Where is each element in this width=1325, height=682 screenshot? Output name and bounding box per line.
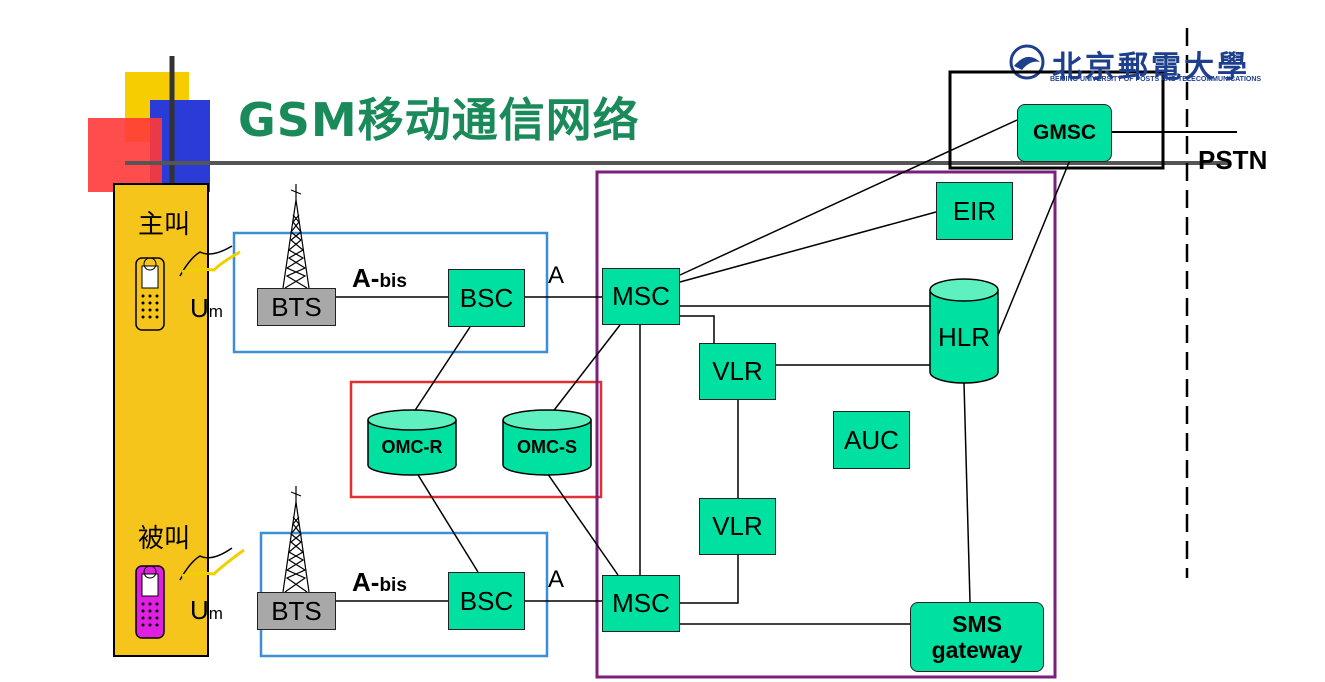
gmsc-region-border [948, 70, 1165, 170]
abis-label-top: A-bis [352, 263, 407, 294]
connection-lines [336, 119, 1071, 625]
abis-bis-bottom: bis [379, 575, 407, 596]
university-logo-subtitle: BEIJING UNIVERSITY OF POSTS AND TELECOMM… [1050, 76, 1262, 83]
caller-phone-icon [135, 257, 165, 331]
vlr-bottom-node: VLR [699, 498, 776, 555]
hlr-label: HLR [937, 322, 990, 352]
radio-link-top-icon [179, 245, 241, 277]
vlr-top-node: VLR [699, 343, 776, 400]
nss-region-border [595, 170, 1057, 679]
sms-gateway-line1: SMS [952, 611, 1002, 637]
bts-top-node: BTS [257, 288, 336, 326]
abis-a-bottom: A- [352, 567, 380, 597]
auc-node: AUC [833, 411, 910, 469]
antenna-tower-bottom-icon [282, 486, 310, 593]
caller-label: 主叫 [138, 210, 191, 240]
title-decoration [88, 56, 1230, 192]
abis-bis-top: bis [379, 271, 407, 292]
gmsc-node: GMSC [1017, 104, 1112, 162]
eir-node: EIR [936, 182, 1013, 240]
antenna-tower-top-icon [282, 184, 310, 289]
um-label-top: Um [190, 293, 223, 324]
um-label-bottom: Um [190, 595, 223, 626]
page-title: GSM移动通信网络 [238, 93, 640, 147]
university-logo-name: 北京郵電大學 [1052, 50, 1250, 85]
bss-top-border [232, 231, 549, 354]
sms-gateway-node: SMS gateway [910, 602, 1044, 672]
abis-a-top: A- [352, 263, 380, 293]
omc-s-cylinder-shape [502, 409, 592, 476]
hlr-cylinder-shape [929, 278, 999, 384]
callee-label: 被叫 [138, 524, 191, 554]
pstn-label: PSTN [1198, 145, 1268, 175]
a-interface-label-bottom: A [548, 566, 565, 593]
um-m-top: m [208, 302, 223, 321]
omc-r-label: OMC-R [381, 437, 443, 457]
msc-top-node: MSC [602, 268, 680, 325]
bts-bottom-node: BTS [257, 592, 336, 630]
bsc-top-node: BSC [448, 269, 525, 327]
university-logo-icon [1009, 44, 1045, 80]
radio-link-bottom-icon [179, 547, 245, 581]
omc-r-cylinder-shape [367, 409, 457, 476]
msc-bottom-node: MSC [602, 575, 680, 632]
um-m-bottom: m [208, 604, 223, 623]
a-interface-label-top: A [548, 262, 565, 289]
omc-s-label: OMC-S [517, 437, 577, 457]
bsc-bottom-node: BSC [448, 572, 525, 630]
callee-phone-icon [135, 565, 165, 639]
abis-label-bottom: A-bis [352, 567, 407, 598]
omc-region-border [349, 380, 603, 499]
um-u-top: U [190, 293, 209, 323]
um-u-bottom: U [190, 595, 209, 625]
sms-gateway-line2: gateway [931, 637, 1023, 663]
